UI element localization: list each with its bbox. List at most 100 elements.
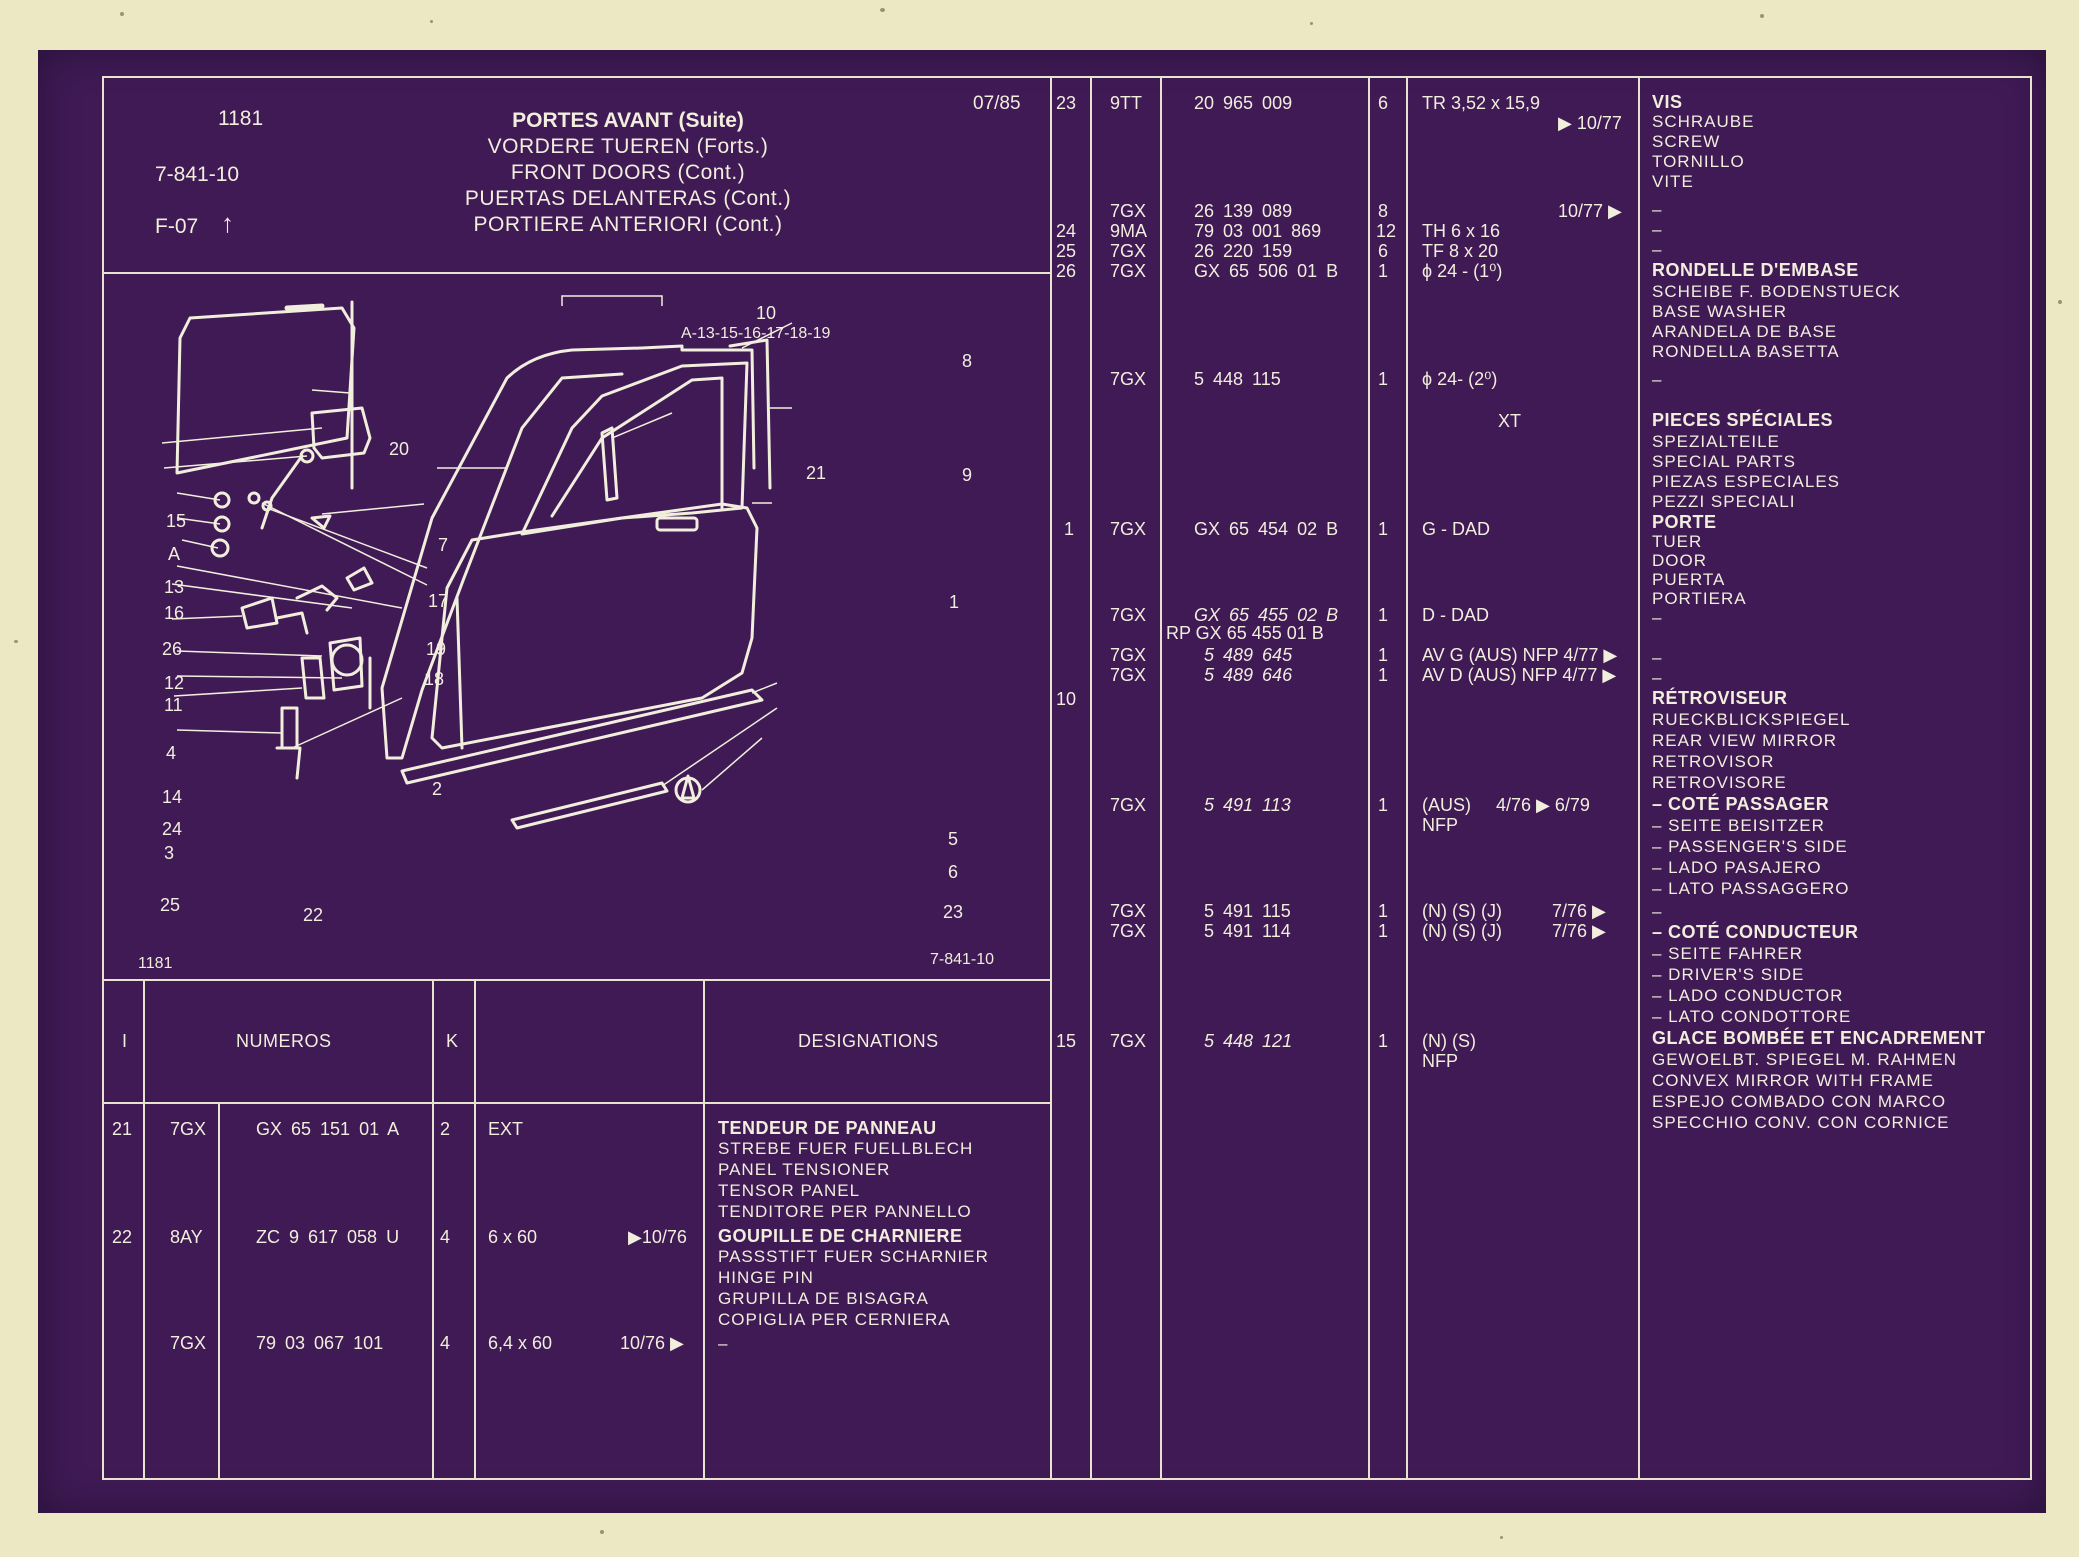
validity-date: 10/77 ▶ xyxy=(1558,201,1622,221)
designation-line: – PASSENGER'S SIDE xyxy=(1652,837,1848,856)
designation-line: – LATO CONDOTTORE xyxy=(1652,1007,1852,1026)
callout: 13 xyxy=(164,577,185,597)
designation-line: TENDEUR DE PANNEAU xyxy=(718,1118,937,1138)
door-panel-shape xyxy=(175,306,356,475)
page-number: 1181 xyxy=(218,107,264,130)
part-number: 79 03 001 869 xyxy=(1194,221,1322,241)
designation-line: PUERTA xyxy=(1652,570,1726,589)
callout: 6 xyxy=(948,862,959,882)
exploded-door-diagram xyxy=(161,295,793,830)
quantity: 1 xyxy=(1378,795,1389,815)
prefix-code: 7GX xyxy=(1110,201,1147,221)
designation-line: – xyxy=(1652,370,1663,389)
item-index: 24 xyxy=(1056,221,1077,241)
designation-line: – COTÉ CONDUCTEUR xyxy=(1652,922,1859,942)
col-line xyxy=(703,979,705,1480)
title-it: PORTIERE ANTERIORI (Cont.) xyxy=(473,213,783,236)
callout: 18 xyxy=(424,669,445,689)
part-number: 26 139 089 xyxy=(1194,201,1293,221)
spec: EXT xyxy=(488,1119,524,1139)
designation-line: TORNILLO xyxy=(1652,152,1745,171)
quantity: 1 xyxy=(1378,261,1389,281)
spec: TF 8 x 20 xyxy=(1422,241,1499,261)
callout: 22 xyxy=(303,905,324,925)
column-header-divider xyxy=(102,1102,1052,1104)
part-number: 20 965 009 xyxy=(1194,93,1293,113)
spec: NFP xyxy=(1422,815,1458,835)
title-de: VORDERE TUEREN (Forts.) xyxy=(487,135,769,158)
spec: AV D (AUS) NFP 4/77 ▶ xyxy=(1422,665,1617,685)
designation-line: RONDELLA BASETTA xyxy=(1652,342,1840,361)
quantity: 1 xyxy=(1378,519,1389,539)
callout: 20 xyxy=(389,439,410,459)
prefix-code: 7GX xyxy=(1110,261,1147,281)
spec: XT xyxy=(1498,411,1522,431)
col-line xyxy=(432,979,434,1480)
callout: 5 xyxy=(948,829,959,849)
part-number: 5 491 115 xyxy=(1204,901,1291,921)
frame-left xyxy=(102,76,104,1480)
callout: 9 xyxy=(962,465,973,485)
validity-date: ▶10/76 xyxy=(628,1227,687,1247)
dust-speck xyxy=(880,8,885,12)
callout: 7 xyxy=(438,535,449,555)
figure-caption-right: 7-841-10 xyxy=(930,951,995,968)
dust-speck xyxy=(2058,300,2062,304)
callout: 21 xyxy=(806,463,827,483)
quantity: 4 xyxy=(440,1333,451,1353)
quantity: 1 xyxy=(1378,921,1389,941)
callout: 1 xyxy=(949,592,960,612)
designation-line: ESPEJO COMBADO CON MARCO xyxy=(1652,1092,1947,1111)
prefix-code: 7GX xyxy=(1110,369,1147,389)
designation-line: GOUPILLE DE CHARNIERE xyxy=(718,1226,963,1246)
designation-line: – LATO PASSAGGERO xyxy=(1652,879,1850,898)
prefix-code: 7GX xyxy=(1110,1031,1147,1051)
designation-line: – xyxy=(1652,608,1663,627)
item-index: 1 xyxy=(1064,519,1075,539)
part-number: 5 489 645 xyxy=(1204,645,1293,665)
part-number: GX 65 455 02 B xyxy=(1194,605,1339,625)
designation-line: – xyxy=(1652,220,1663,239)
item-index: 23 xyxy=(1056,93,1077,113)
designation-line: – xyxy=(1652,902,1663,921)
col-line xyxy=(1368,76,1370,1480)
designation-line: PIECES SPÉCIALES xyxy=(1652,410,1834,430)
title-fr: PORTES AVANT (Suite) xyxy=(512,109,744,132)
column-header-index: I xyxy=(122,1031,128,1051)
quantity: 1 xyxy=(1378,901,1389,921)
designation-line: GEWOELBT. SPIEGEL M. RAHMEN xyxy=(1652,1050,1958,1069)
designation-line: SCREW xyxy=(1652,132,1721,151)
spec: TR 3,52 x 15,9 xyxy=(1422,93,1541,113)
item-index: 21 xyxy=(112,1119,133,1139)
callout: 3 xyxy=(164,843,175,863)
part-number: GX 65 151 01 A xyxy=(256,1119,400,1139)
door-outer-shape xyxy=(430,502,759,750)
title-es: PUERTAS DELANTERAS (Cont.) xyxy=(464,187,792,210)
prefix-code: 7GX xyxy=(170,1333,207,1353)
part-number: 26 220 159 xyxy=(1194,241,1293,261)
part-number: 5 448 115 xyxy=(1194,369,1281,389)
window-frame-shape xyxy=(520,361,749,536)
dust-speck xyxy=(430,20,433,23)
prefix-code: 7GX xyxy=(1110,241,1147,261)
callout: 4 xyxy=(166,743,177,763)
item-index: 25 xyxy=(1056,241,1077,261)
dust-speck xyxy=(600,1530,604,1534)
door-seal-shape xyxy=(380,344,756,760)
spec: ϕ 24 - (1⁰) xyxy=(1422,261,1503,281)
quantity: 1 xyxy=(1378,605,1389,625)
callout: 12 xyxy=(164,673,185,693)
quantity: 2 xyxy=(440,1119,451,1139)
dust-speck xyxy=(1500,1536,1503,1539)
spec: AV G (AUS) NFP 4/77 ▶ xyxy=(1422,645,1618,665)
callout: 26 xyxy=(162,639,183,659)
prefix-code: 7GX xyxy=(1110,645,1147,665)
spec: TH 6 x 16 xyxy=(1422,221,1501,241)
spec: (N) (S) (J) 7/76 ▶ xyxy=(1422,901,1606,921)
designation-line: – SEITE BEISITZER xyxy=(1652,816,1825,835)
designation-line: PORTE xyxy=(1652,512,1717,532)
callout: 15 xyxy=(166,511,187,531)
designation-line: – COTÉ PASSAGER xyxy=(1652,794,1830,814)
designation-line: REAR VIEW MIRROR xyxy=(1652,731,1838,750)
callout: 19 xyxy=(426,639,447,659)
